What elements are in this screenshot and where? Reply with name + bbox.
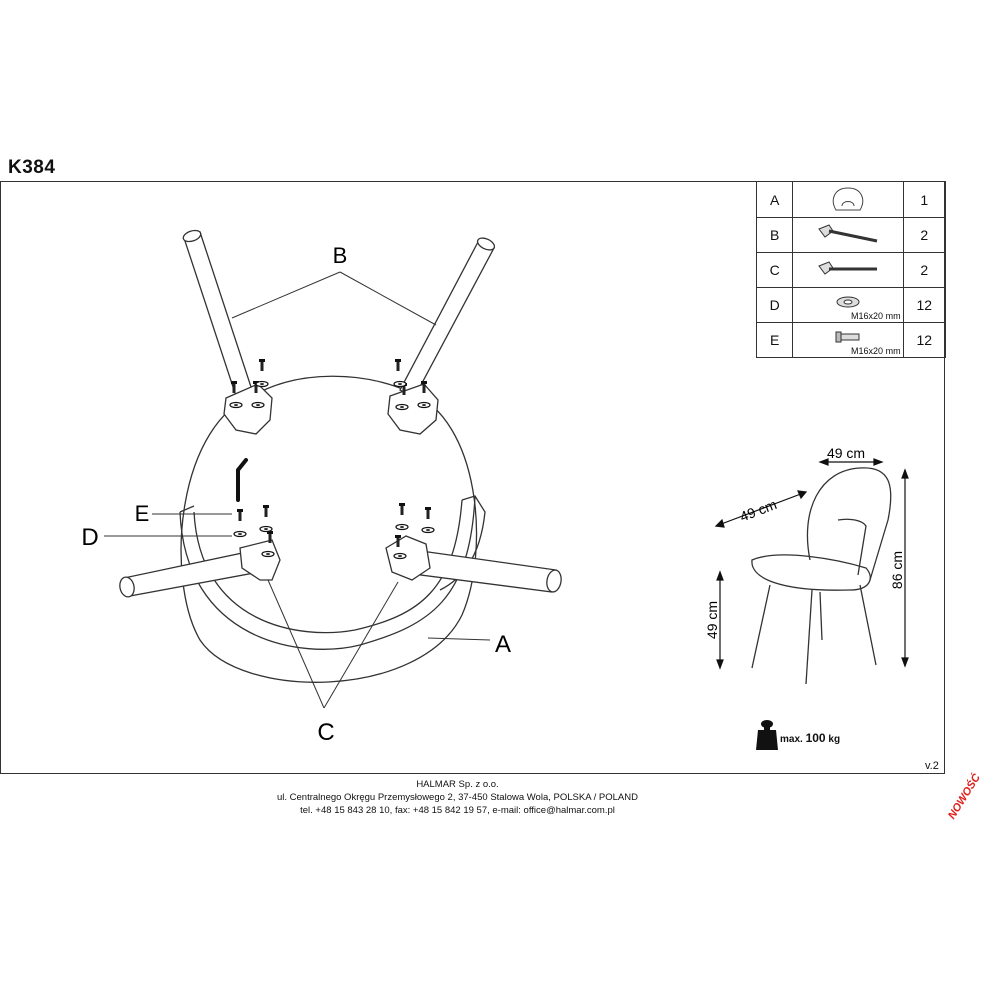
footer-address: ul. Centralnego Okręgu Przemysłowego 2, … [276,792,638,803]
parts-table: A 1 B 2 C 2 D [755,181,947,358]
part-qty: 1 [902,181,947,218]
footer: HALMAR Sp. z o.o. ul. Centralnego Okręgu… [0,778,915,817]
footer-contact: tel. +48 15 843 28 10, fax: +48 15 842 1… [300,805,615,816]
max-load-prefix: max. [780,734,803,745]
dimension-lines [714,458,909,670]
dim-depth: 49 cm [738,496,779,525]
leg-with-bracket-icon [818,260,877,275]
callout-e: E [135,501,150,526]
drawing-frame [0,181,945,774]
seat-shell [179,375,486,683]
parts-row: C 2 [755,252,947,288]
part-qty: 12 [902,322,947,358]
hex-key-icon [236,458,248,502]
part-image: M16x20 mm [792,322,904,358]
max-load-value: 100 [805,731,826,745]
part-spec: M16x20 mm [851,311,901,321]
version-label: v.2 [925,760,939,772]
callout-b: B [333,243,348,268]
part-letter: E [755,322,794,358]
leg-with-bracket-icon [818,223,878,242]
max-load: max. 100 kg [780,731,840,745]
part-image [792,217,904,253]
parts-row: D M16x20 mm 12 [755,287,947,323]
dim-height: 86 cm [889,551,905,589]
callout-c: C [317,719,334,746]
part-image [792,252,904,288]
part-image: M16x20 mm [792,287,904,323]
chair-seat-icon [832,187,864,211]
leg-c-left [119,539,281,598]
dim-width: 49 cm [827,445,865,461]
bolt-icon [835,331,860,342]
part-letter: A [755,181,794,218]
callout-d: D [81,524,98,551]
part-qty: 2 [902,217,947,253]
leg-b-left [182,229,273,435]
part-letter: D [755,287,794,323]
dim-seat-height: 49 cm [704,601,720,639]
leg-b-right [387,237,496,435]
weight-icon [756,720,778,750]
footer-company: HALMAR Sp. z o.o. [416,779,499,790]
part-letter: C [755,252,794,288]
part-spec: M16x20 mm [851,346,901,356]
max-load-unit: kg [828,734,841,745]
parts-row: B 2 [755,217,947,253]
part-image [792,181,904,218]
parts-row: E M16x20 mm 12 [755,322,947,358]
callout-a: A [495,631,511,658]
part-qty: 12 [902,287,947,323]
chair-side-view [751,467,892,685]
model-title: K384 [8,157,56,178]
part-letter: B [755,217,794,253]
parts-row: A 1 [755,181,947,218]
washer-icon [836,296,860,307]
leg-c-right [385,535,562,593]
part-qty: 2 [902,252,947,288]
